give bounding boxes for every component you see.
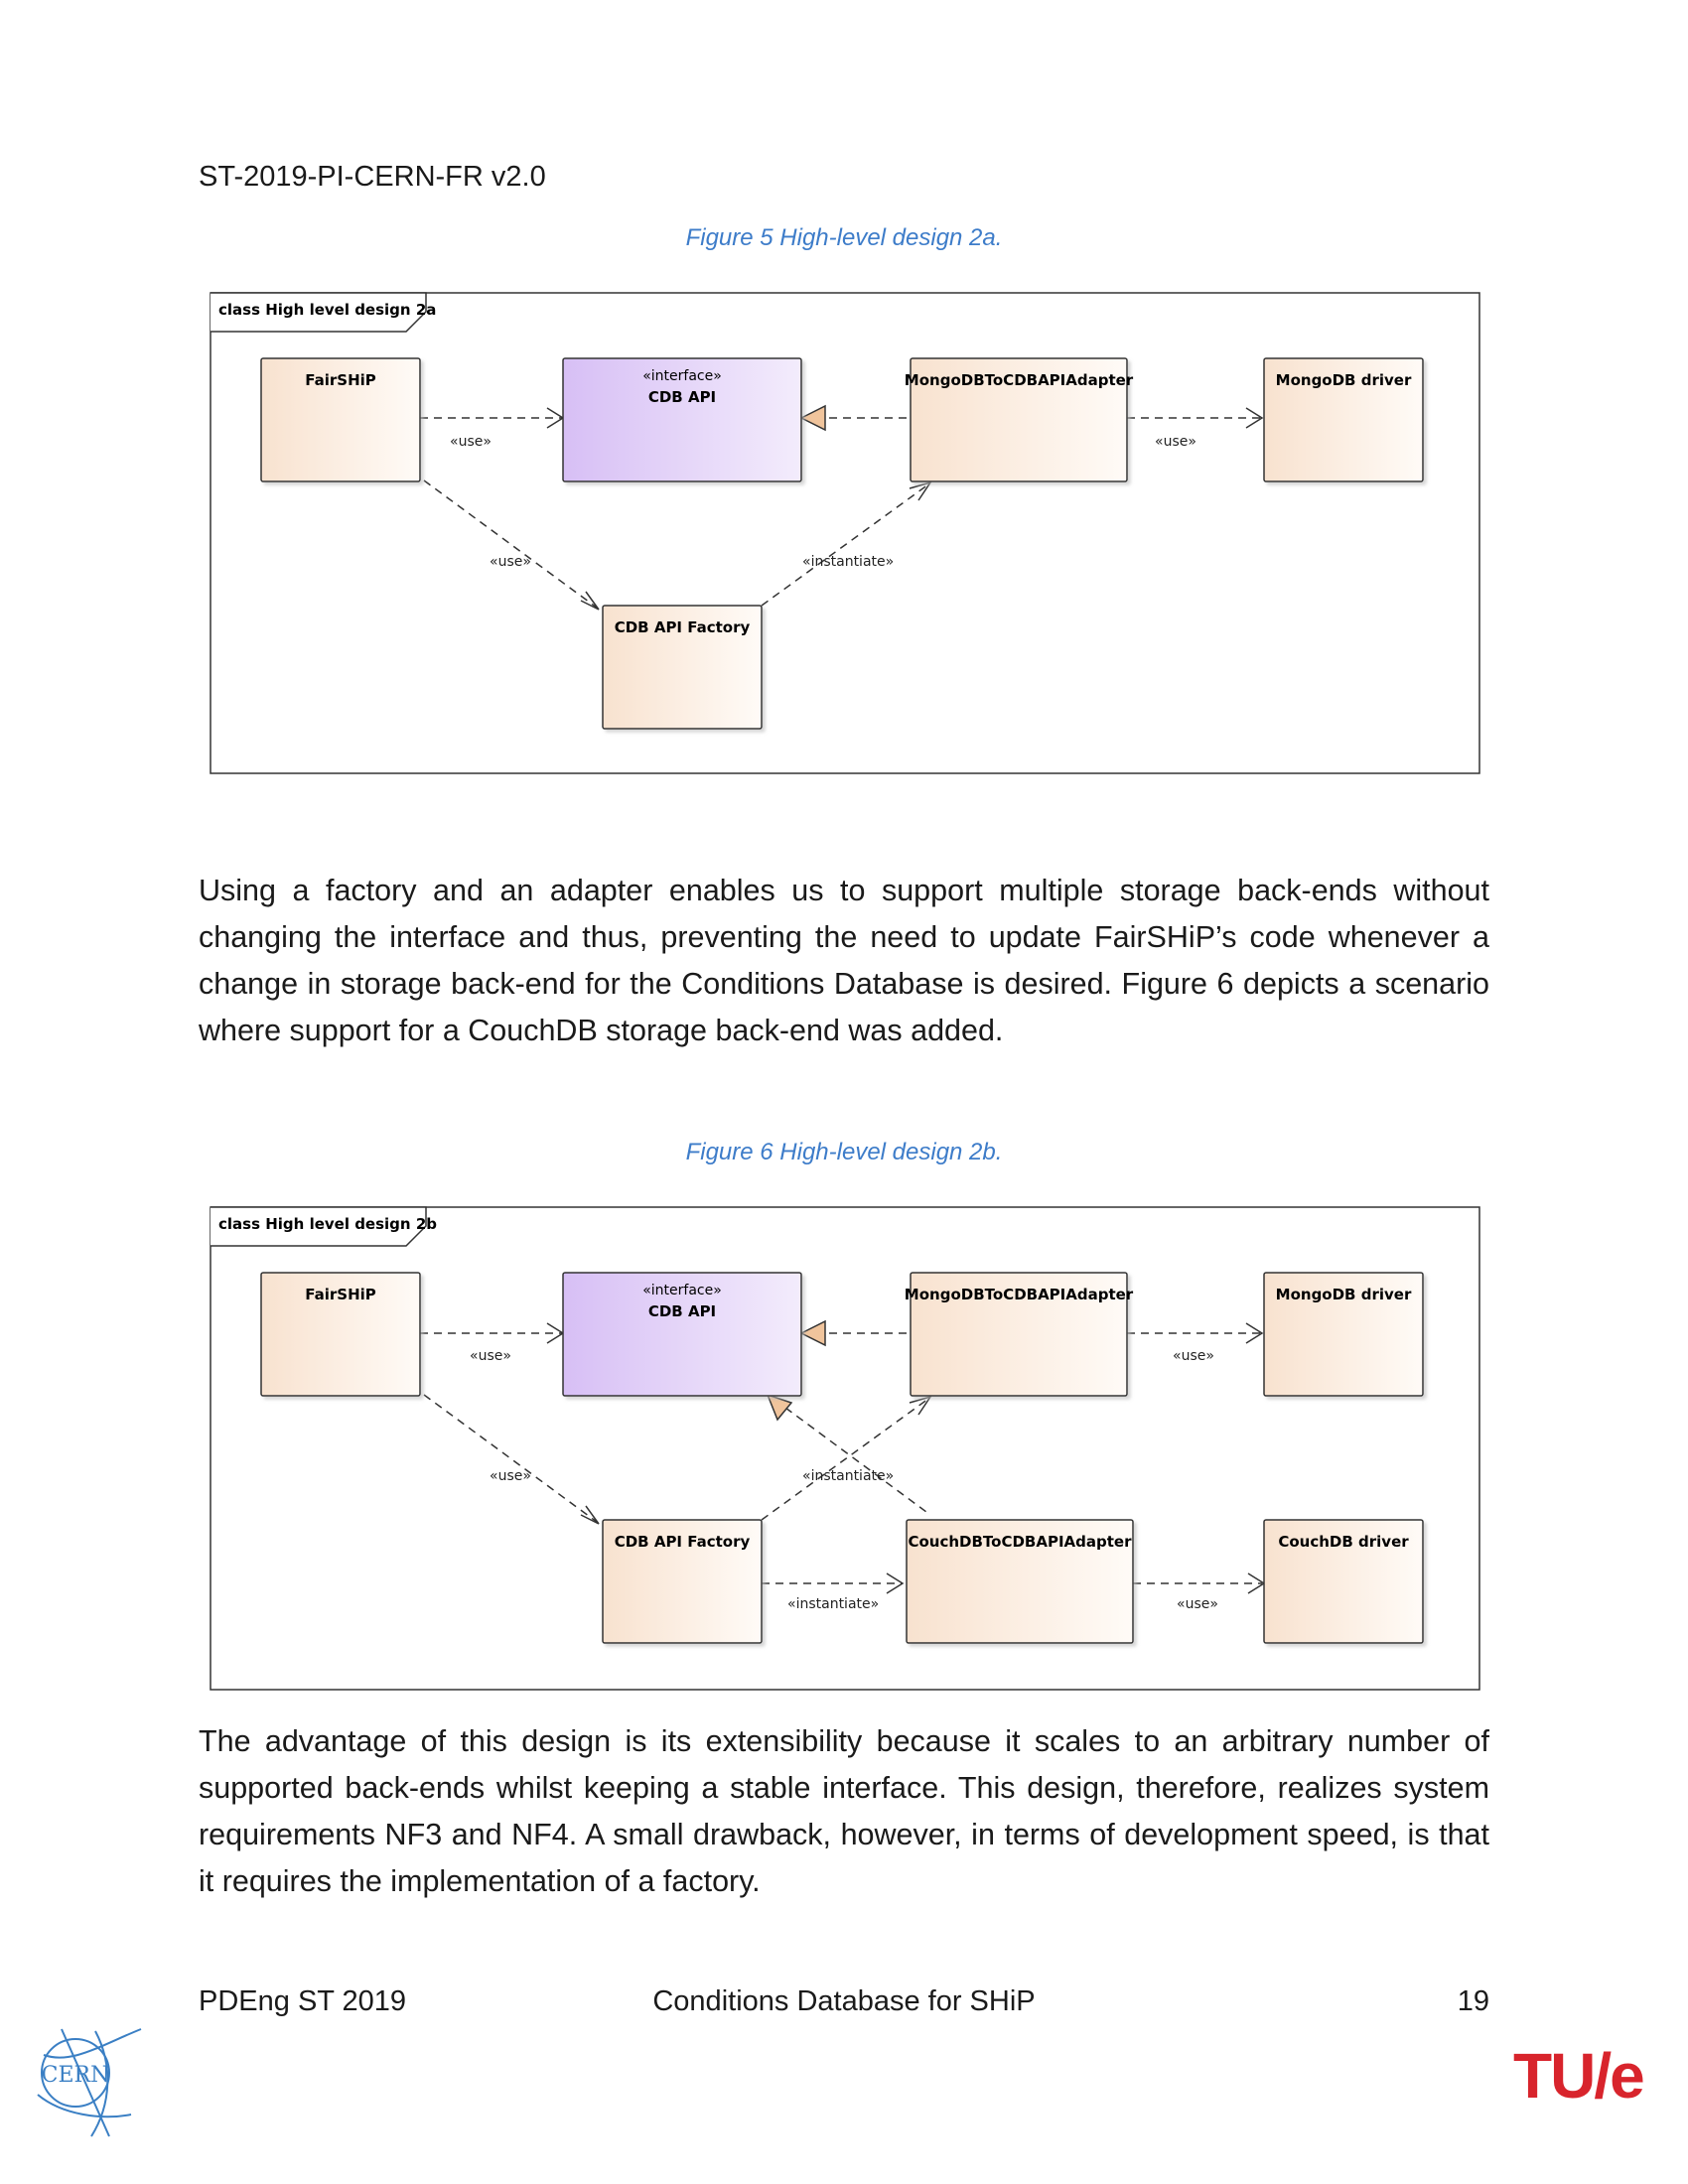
figure6-node-label: CouchDB driver	[1278, 1533, 1409, 1551]
figure6-node-label: MongoDB driver	[1276, 1286, 1412, 1303]
figure6-node-label: FairSHiP	[305, 1286, 376, 1303]
figure6-frame-label: class High level design 2b	[218, 1215, 437, 1233]
cern-logo: CERN	[32, 2025, 147, 2145]
figure6-node-fairship	[260, 1272, 421, 1397]
figure6-diagram: class High level design 2b «use» «use» «…	[210, 1206, 1480, 1691]
figure5-node-label: CDB API Factory	[615, 618, 751, 636]
figure6-node-factory	[602, 1519, 763, 1644]
figure6-caption: Figure 6 High-level design 2b.	[685, 1139, 1003, 1165]
figure5-edge-label-use: «use»	[450, 434, 492, 450]
figure5-node-label: MongoDBToCDBAPIAdapter	[905, 371, 1134, 389]
figure6-svg: class High level design 2b «use» «use» «…	[210, 1206, 1480, 1691]
body-paragraph-2: The advantage of this design is its exte…	[199, 1724, 1489, 1898]
figure5-node-label: FairSHiP	[305, 371, 376, 389]
figure6-node-cdb-api	[562, 1272, 802, 1397]
figure5-node-factory	[602, 605, 763, 730]
footer-left: PDEng ST 2019	[199, 1985, 407, 2017]
figure5-node-stereotype: «interface»	[642, 368, 722, 384]
figure5-edge-label-instantiate: «instantiate»	[802, 554, 894, 570]
figure6-node-label: MongoDBToCDBAPIAdapter	[905, 1286, 1134, 1303]
figure5-node-fairship	[260, 357, 421, 482]
figure6-edge-label-instantiate: «instantiate»	[787, 1596, 879, 1612]
figure5-node-mongo-adapter	[910, 357, 1128, 482]
figure6-edge-label-use: «use»	[490, 1468, 531, 1484]
figure6-edge-label-use: «use»	[1173, 1348, 1214, 1364]
tue-logo: TU/e	[1513, 2040, 1645, 2112]
figure6-node-label: CDB API Factory	[615, 1533, 751, 1551]
footer-page-number: 19	[1457, 1985, 1489, 2017]
figure6-edge-label-instantiate: «instantiate»	[802, 1468, 894, 1484]
figure5-svg: class High level design 2a «use» «use» «…	[210, 292, 1480, 774]
figure5-node-label: MongoDB driver	[1276, 371, 1412, 389]
figure5-node-label: CDB API	[648, 388, 716, 406]
figure5-caption: Figure 5 High-level design 2a.	[685, 224, 1003, 251]
figure6-node-mongo-adapter	[910, 1272, 1128, 1397]
cern-logo-text: CERN	[42, 2063, 110, 2088]
figure6-edge-label-use: «use»	[470, 1348, 511, 1364]
figure6-edge-label-use: «use»	[1177, 1596, 1218, 1612]
body-paragraph-1: Using a factory and an adapter enables u…	[199, 874, 1489, 1047]
figure5-frame-label: class High level design 2a	[218, 301, 436, 319]
figure5-diagram: class High level design 2a «use» «use» «…	[210, 292, 1480, 774]
figure5-node-cdb-api	[562, 357, 802, 482]
figure6-node-stereotype: «interface»	[642, 1283, 722, 1298]
document-id: ST-2019-PI-CERN-FR v2.0	[199, 161, 546, 193]
figure6-node-couch-driver	[1263, 1519, 1424, 1644]
figure6-node-label: CDB API	[648, 1302, 716, 1320]
figure5-node-mongo-driver	[1263, 357, 1424, 482]
footer-center: Conditions Database for SHiP	[652, 1985, 1036, 2017]
figure5-edge-label-use: «use»	[1155, 434, 1196, 450]
figure6-node-label: CouchDBToCDBAPIAdapter	[908, 1533, 1132, 1551]
figure6-node-mongo-driver	[1263, 1272, 1424, 1397]
figure6-node-couch-adapter	[906, 1519, 1134, 1644]
figure5-edge-label-use: «use»	[490, 554, 531, 570]
